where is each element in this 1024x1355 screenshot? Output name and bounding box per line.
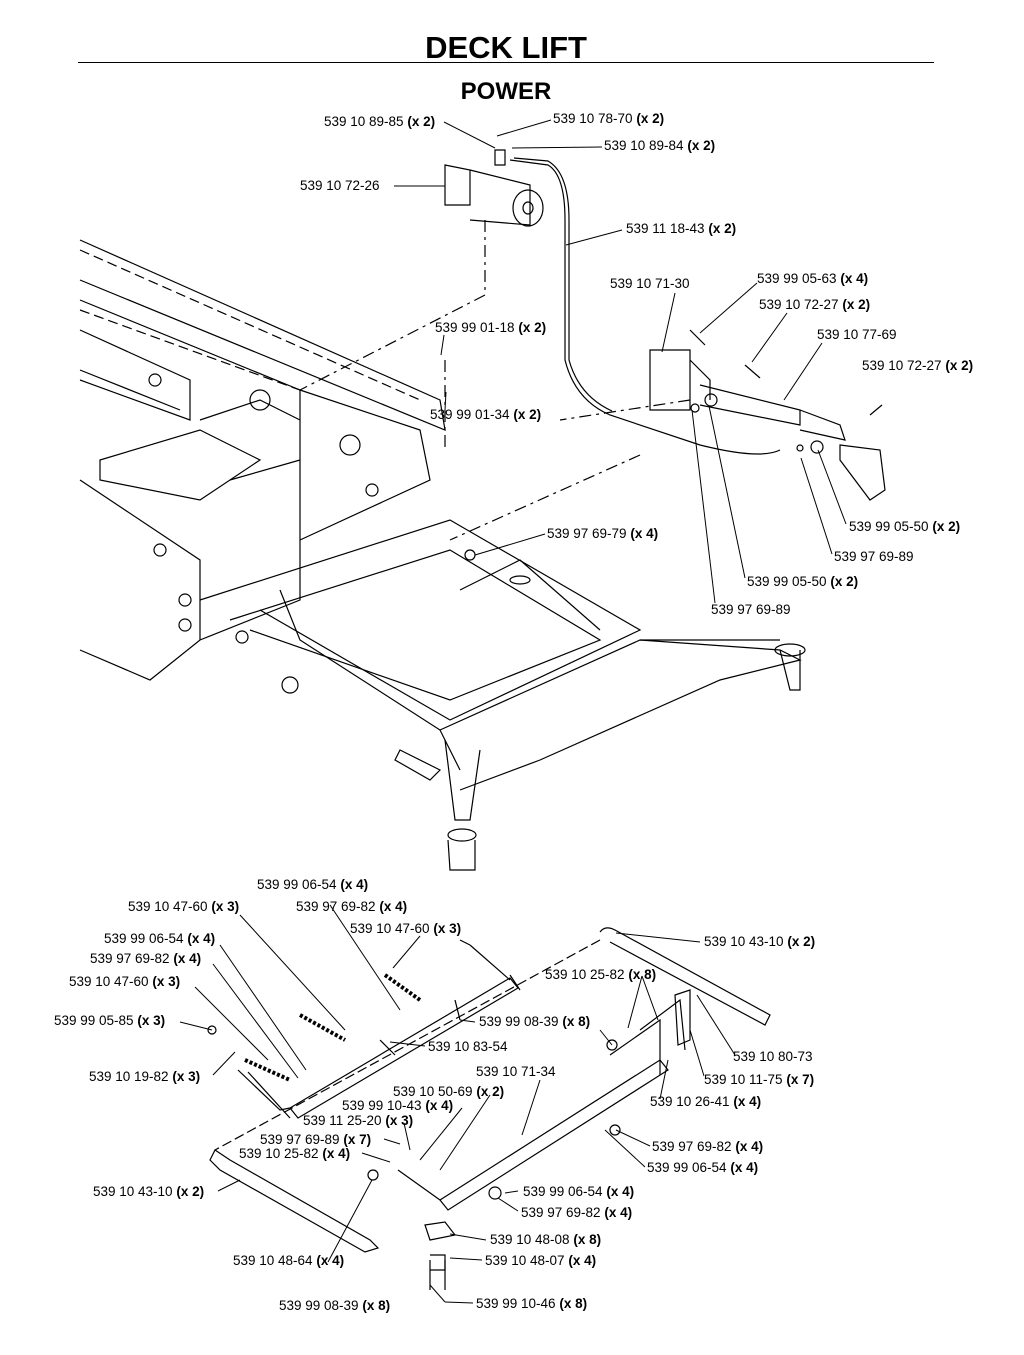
callout-label: 539 11 18-43 (x 2) <box>626 221 737 236</box>
callout-label: 539 99 05-50 (x 2) <box>849 519 961 534</box>
callout-label: 539 10 47-60 (x 3) <box>350 921 462 936</box>
callout-label: 539 99 05-50 (x 2) <box>747 574 859 589</box>
callout-label: 539 10 11-75 (x 7) <box>704 1072 815 1087</box>
callout-label: 539 99 05-63 (x 4) <box>757 271 869 286</box>
callout-label: 539 10 80-73 <box>733 1049 813 1064</box>
actuator-drawing <box>444 149 886 501</box>
callout-label: 539 99 10-43 (x 4) <box>342 1098 454 1113</box>
callout-label: 539 99 10-46 (x 8) <box>476 1296 588 1311</box>
callout-label: 539 97 69-89 (x 7) <box>260 1132 372 1147</box>
callout-label: 539 97 69-89 <box>711 602 791 617</box>
callout-label: 539 10 25-82 (x 8) <box>545 967 657 982</box>
callout-label: 539 97 69-79 (x 4) <box>547 526 659 541</box>
callout-label: 539 10 83-54 <box>428 1039 508 1054</box>
callout-label: 539 99 06-54 (x 4) <box>104 931 216 946</box>
callout-label: 539 10 71-30 <box>610 276 690 291</box>
callout-label: 539 99 01-34 (x 2) <box>430 407 542 422</box>
callout-label: 539 99 08-39 (x 8) <box>479 1014 591 1029</box>
callout-label: 539 99 08-39 (x 8) <box>279 1298 391 1313</box>
callout-label: 539 10 26-41 (x 4) <box>650 1094 762 1109</box>
callout-label: 539 99 06-54 (x 4) <box>647 1160 759 1175</box>
callout-label: 539 10 48-07 (x 4) <box>485 1253 597 1268</box>
callout-label: 539 97 69-89 <box>834 549 914 564</box>
callout-label: 539 97 69-82 (x 4) <box>521 1205 633 1220</box>
callout-label: 539 10 89-84 (x 2) <box>604 138 716 153</box>
callout-label: 539 10 77-69 <box>817 327 897 342</box>
callout-label: 539 10 47-60 (x 3) <box>128 899 240 914</box>
callout-label: 539 10 47-60 (x 3) <box>69 974 181 989</box>
callout-label: 539 99 01-18 (x 2) <box>435 320 547 335</box>
callout-label: 539 97 69-82 (x 4) <box>90 951 202 966</box>
callout-label: 539 10 25-82 (x 4) <box>239 1146 351 1161</box>
leader-lines <box>179 119 847 1304</box>
callout-label: 539 11 25-20 (x 3) <box>303 1113 414 1128</box>
callout-label: 539 10 48-08 (x 8) <box>490 1232 602 1247</box>
callout-label: 539 99 05-85 (x 3) <box>54 1013 166 1028</box>
callout-label: 539 97 69-82 (x 4) <box>296 899 408 914</box>
callout-label: 539 99 06-54 (x 4) <box>257 877 369 892</box>
lift-linkage-drawing <box>207 927 771 1290</box>
page-title: DECK LIFT <box>425 30 587 65</box>
callout-label: 539 10 19-82 (x 3) <box>89 1069 201 1084</box>
callout-label: 539 10 72-26 <box>300 178 380 193</box>
callout-label: 539 10 71-34 <box>476 1064 556 1079</box>
title-rule <box>78 62 934 63</box>
callout-label: 539 10 89-85 (x 2) <box>324 114 436 129</box>
callout-label: 539 10 50-69 (x 2) <box>393 1084 505 1099</box>
callout-label: 539 10 72-27 (x 2) <box>759 297 871 312</box>
callout-label: 539 99 06-54 (x 4) <box>523 1184 635 1199</box>
callout-label: 539 10 72-27 (x 2) <box>862 358 974 373</box>
callout-label: 539 10 78-70 (x 2) <box>553 111 665 126</box>
frame-assembly-drawing <box>79 220 806 1151</box>
callout-label: 539 10 43-10 (x 2) <box>93 1184 205 1199</box>
callout-label: 539 10 48-64 (x 4) <box>233 1253 345 1268</box>
callout-label: 539 10 43-10 (x 2) <box>704 934 816 949</box>
section-title: POWER <box>460 78 552 105</box>
callout-label: 539 97 69-82 (x 4) <box>652 1139 764 1154</box>
